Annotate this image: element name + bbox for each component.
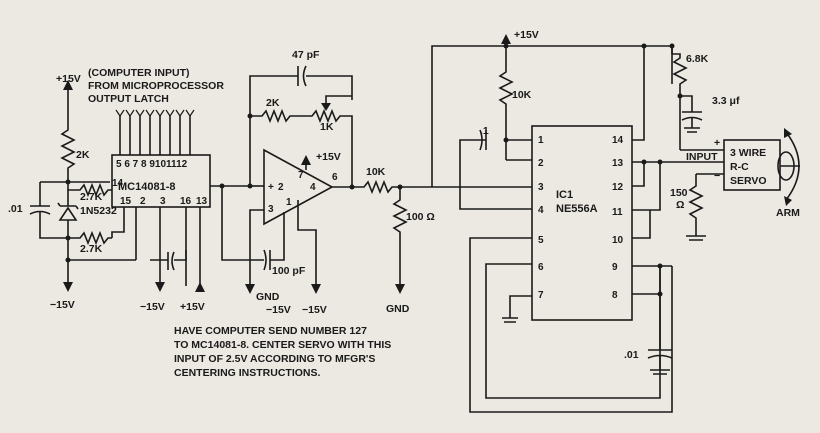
minus15-arrow-icon — [63, 282, 73, 292]
label-gnd-mid: GND — [386, 303, 410, 315]
ic-pin-7: 7 — [538, 290, 544, 301]
ne556-body — [531, 125, 633, 321]
label-r-2k-fb: 2K — [266, 97, 280, 109]
top-note-line-3: OUTPUT LATCH — [88, 93, 169, 105]
ic-pin-5: 5 — [538, 235, 544, 246]
label-pot-1k: 1K — [320, 121, 334, 133]
ic-pin-3: 3 — [538, 182, 544, 193]
dac-pin-13: 13 — [196, 196, 208, 207]
servo-box — [723, 139, 781, 191]
ic-pin-8: 8 — [612, 290, 618, 301]
label-opamp-minus15-b: −15V — [302, 304, 327, 316]
ic-pin-12: 12 — [612, 182, 624, 193]
dac-plus15-arrow-icon — [195, 282, 205, 292]
bottom-note-line-1: HAVE COMPUTER SEND NUMBER 127 — [174, 325, 367, 337]
label-r-10k-out: 10K — [366, 166, 386, 178]
dac-top-pins: 5 6 7 8 9101112 — [116, 159, 188, 170]
ic-pin-1: 1 — [538, 135, 544, 146]
label-c-01-right: .01 — [624, 349, 639, 361]
label-r-27k-top: 2.7K — [80, 191, 103, 203]
label-arm: ARM — [776, 207, 800, 219]
label-minus15-left: −15V — [50, 299, 75, 311]
label-opamp-minus15-a: −15V — [266, 304, 291, 316]
ic-pin-9: 9 — [612, 262, 618, 273]
ic-pin-14: 14 — [612, 135, 624, 146]
ic-pin-4: 4 — [538, 205, 544, 216]
label-minus-sign: − — [714, 170, 720, 182]
opamp-pin-6: 6 — [332, 172, 338, 183]
servo-section: + − INPUT 150 Ω 3 WIRE R-C SERVO ARM — [670, 128, 800, 241]
plus15-arrow-icon — [63, 80, 73, 90]
label-r-150ohm: 150 — [670, 187, 688, 199]
label-c-100pf: 100 pF — [272, 265, 306, 277]
label-r-2k-left: 2K — [76, 149, 90, 161]
ic-name: IC1 — [556, 189, 573, 201]
label-plus-sign: + — [714, 137, 720, 149]
dac-pin-3: 3 — [160, 196, 166, 207]
ic-part: NE556A — [556, 203, 598, 215]
label-c-47pf: 47 pF — [292, 49, 320, 61]
dac-pin-14: 14 — [112, 178, 124, 189]
dac-pin-16: 16 — [180, 196, 192, 207]
label-plus15-top: +15V — [514, 29, 539, 41]
ic-pin-6: 6 — [538, 262, 544, 273]
dac-ic: 5 6 7 8 9101112 MC14081-8 14 15 2 3 16 1… — [111, 109, 250, 313]
label-plus15-opamp: +15V — [316, 151, 341, 163]
label-r-100ohm: 100 Ω — [406, 211, 435, 223]
bottom-note-line-4: CENTERING INSTRUCTIONS. — [174, 367, 321, 379]
label-r-68k: 6.8K — [686, 53, 709, 65]
dac-name: MC14081-8 — [118, 181, 175, 193]
opamp-pin-1: 1 — [286, 197, 292, 208]
top-note-line-1: (COMPUTER INPUT) — [88, 67, 190, 79]
opamp-pin-7: 7 — [298, 170, 304, 181]
label-r-150ohm-unit: Ω — [676, 199, 684, 211]
opamp-plus: + — [268, 182, 274, 193]
resistor-27k-bottom — [68, 230, 112, 246]
resistor-27k-top — [67, 182, 112, 198]
bottom-note-line-3: INPUT OF 2.5V ACCORDING TO MFGR'S — [174, 353, 375, 365]
dac-pin-15: 15 — [120, 196, 132, 207]
latch-input-bus — [119, 116, 191, 155]
dac-pin-2: 2 — [140, 196, 146, 207]
label-r-10k-top: 10K — [512, 89, 532, 101]
label-dac-minus15: −15V — [140, 301, 165, 313]
label-r-27k-bottom: 2.7K — [80, 243, 103, 255]
ic-pin-11: 11 — [612, 207, 623, 218]
label-zener: 1N5232 — [80, 205, 117, 217]
servo-label-3: SERVO — [730, 175, 767, 187]
label-opamp-gnd: GND — [256, 291, 280, 303]
servo-label-1: 3 WIRE — [730, 147, 766, 159]
timer-section: +15V 10K .1 IC1 NE556A 1 2 3 4 5 6 7 14 … — [431, 29, 740, 413]
label-dac-plus15: +15V — [180, 301, 205, 313]
ic-pin-13: 13 — [612, 158, 624, 169]
ic-pin-2: 2 — [538, 158, 544, 169]
label-c-01-left: .01 — [8, 203, 23, 215]
opamp-section: 47 pF 2K 1K + 2 3 1 7 4 6 +15V GND 100 p… — [219, 49, 435, 316]
label-input: INPUT — [686, 151, 718, 163]
bottom-note-line-2: TO MC14081-8. CENTER SERVO WITH THIS — [174, 339, 391, 351]
label-c-33uf: 3.3 μf — [712, 95, 740, 107]
servo-label-2: R-C — [730, 161, 749, 173]
opamp-pin-4: 4 — [310, 182, 316, 193]
dac-minus15-arrow-icon — [155, 282, 165, 292]
resistor-2k-left — [60, 110, 76, 182]
opamp-pin-2: 2 — [278, 182, 284, 193]
opamp-pin-3: 3 — [268, 204, 274, 215]
left-supply-network: +15V 2K .01 2.7K 1N5232 2.7K −15V — [8, 73, 136, 311]
ic-pin-10: 10 — [612, 235, 624, 246]
servo-arm-icon — [777, 151, 795, 181]
label-plus15-left: +15V — [56, 73, 81, 85]
label-c-point1: .1 — [480, 125, 489, 137]
top-note-line-2: FROM MICROPROCESSOR — [88, 80, 224, 92]
